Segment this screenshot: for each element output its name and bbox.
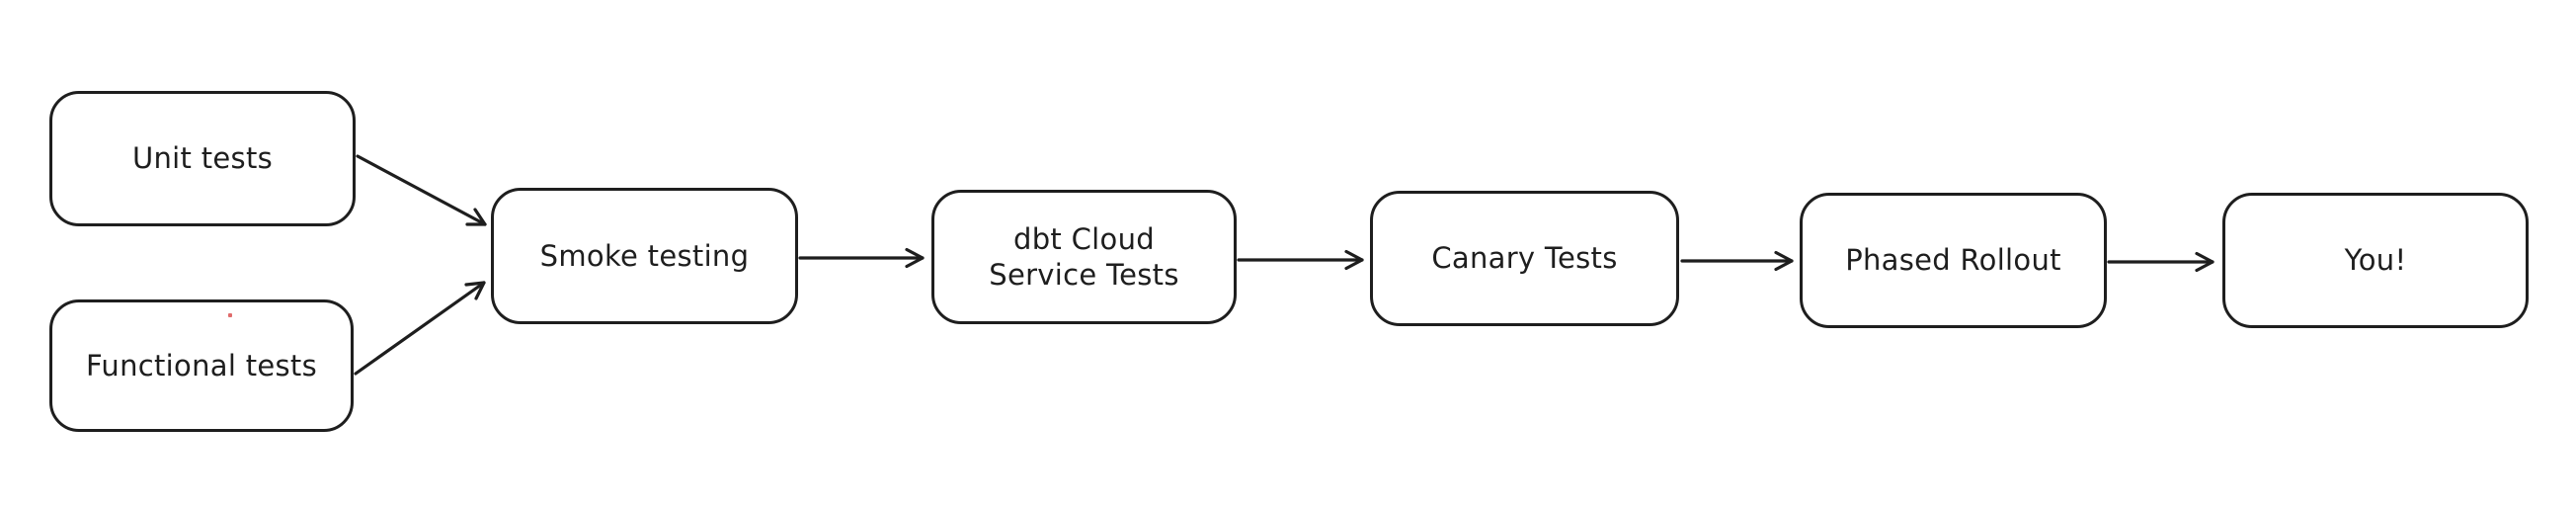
node-label: You! [2344,243,2407,278]
arrow-smoke-testing-to-dbt-cloud[interactable] [798,247,925,269]
node-label: Phased Rollout [1845,243,2061,278]
arrow-dbt-cloud-to-canary-tests[interactable] [1237,249,1364,271]
arrow-head-icon [465,208,487,226]
arrow-canary-tests-to-phased-rollout[interactable] [1680,250,1794,272]
arrow-unit-tests-to-smoke-testing[interactable] [356,154,487,226]
node-unit-tests[interactable]: Unit tests [49,91,356,226]
node-you[interactable]: You! [2222,193,2529,328]
node-phased-rollout[interactable]: Phased Rollout [1800,193,2107,328]
node-label: Unit tests [131,141,274,176]
node-canary-tests[interactable]: Canary Tests [1370,191,1679,326]
arrow-functional-tests-to-smoke-testing[interactable] [354,281,486,376]
node-label: Smoke testing [539,238,750,273]
node-label: Canary Tests [1431,241,1618,276]
arrow-phased-rollout-to-you[interactable] [2107,251,2214,273]
node-label: Functional tests [86,348,317,382]
arrow-head-icon [905,247,925,269]
arrow-head-icon [1344,249,1364,271]
arrow-line[interactable] [354,281,486,376]
node-label: dbt Cloud Service Tests [989,221,1179,292]
red-dot-artifact [228,313,232,317]
arrow-head-icon [464,281,486,300]
arrow-head-icon [1774,250,1794,272]
node-functional-tests[interactable]: Functional tests [49,299,354,432]
node-smoke-testing[interactable]: Smoke testing [491,188,798,324]
arrow-line[interactable] [356,154,487,226]
node-dbt-cloud-service-tests[interactable]: dbt Cloud Service Tests [931,190,1237,324]
arrow-head-icon [2195,251,2214,273]
